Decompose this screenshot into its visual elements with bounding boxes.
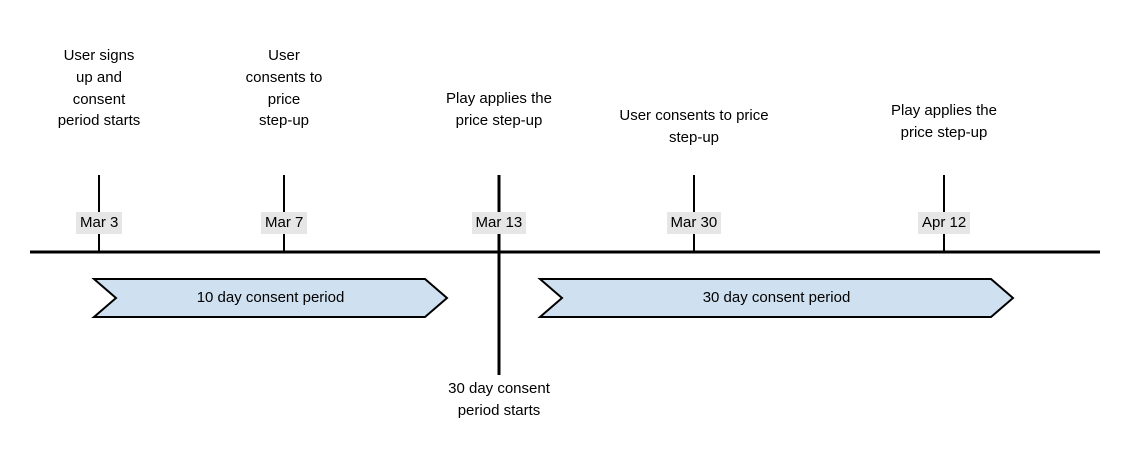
event-caption-consent-30day: User consents to price step-up (619, 107, 769, 146)
below-note-note-30-day-start: 30 day consent period starts (448, 380, 550, 419)
date-chip-consent-10day: Mar 7 (261, 212, 308, 234)
event-caption-signup: User signs up and consent period starts (57, 47, 141, 130)
event-caption-stepup-apr12: Play applies the price step-up (891, 102, 997, 141)
event-caption-consent-10day: User consents to price step-up (245, 47, 323, 130)
consent-period-bands-group (91, 278, 1015, 318)
date-chip-stepup-mar13: Mar 13 (471, 212, 527, 234)
band-label-band-10-day: 10 day consent period (196, 289, 345, 306)
event-caption-stepup-mar13: Play applies the price step-up (446, 90, 552, 129)
band-label-band-30-day: 30 day consent period (702, 289, 851, 306)
consent-period-band-band-10-day (91, 278, 449, 318)
date-chip-signup: Mar 3 (76, 212, 123, 234)
date-chip-consent-30day: Mar 30 (666, 212, 722, 234)
consent-period-band-band-30-day (537, 278, 1015, 318)
tick-marks-group (98, 175, 945, 375)
date-chip-stepup-apr12: Apr 12 (918, 212, 971, 234)
